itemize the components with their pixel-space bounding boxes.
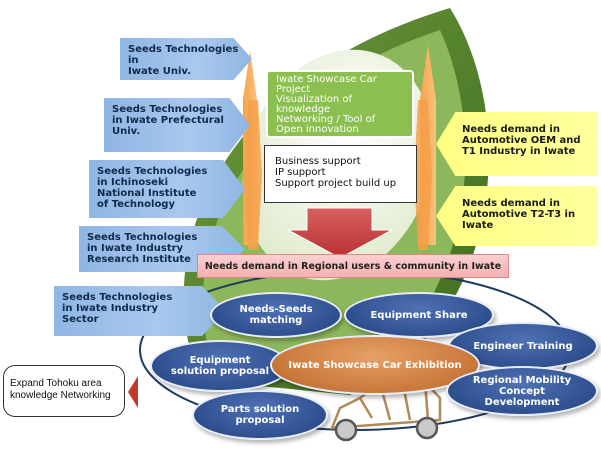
seed-box-iwate-prefectural-univ: Seeds Technologies in Iwate Prefectural … (104, 98, 250, 152)
project-text: Iwate Showcase Car (276, 74, 377, 85)
seed-box-industry-sector: Seeds Technologies in Iwate Industry Sec… (54, 286, 226, 336)
need-text: T1 Industry in Iwate (462, 146, 576, 157)
project-text: Open innovation (276, 124, 359, 135)
ellipse-equipment-solution: Equipment solution proposal (150, 340, 290, 392)
ellipse-text: Engineer Training (473, 340, 573, 352)
showcase-project-box: Iwate Showcase Car Project Visualization… (266, 70, 414, 138)
support-box: Business support IP support Support proj… (264, 145, 417, 203)
ellipse-text: matching (249, 315, 303, 326)
project-text: Networking / Tool of (276, 114, 376, 125)
seed-text: National Institute (97, 188, 197, 199)
support-text: IP support (275, 167, 326, 178)
ellipse-text: Iwate Showcase Car Exhibition (288, 359, 462, 371)
ellipse-showcase-exhibition: Iwate Showcase Car Exhibition (270, 335, 480, 395)
need-text: Iwate (462, 220, 494, 231)
seed-box-industry-research: Seeds Technologies in Iwate Industry Res… (79, 226, 245, 272)
seed-text: in Iwate Industry (87, 243, 184, 254)
project-text: Visualization of (276, 94, 352, 105)
regional-needs-bar: Needs demand in Regional users & communi… (197, 254, 509, 278)
seed-text: in Iwate Prefectural (112, 115, 224, 126)
ellipse-needs-seeds-matching: Needs-Seeds matching (210, 292, 342, 338)
seed-text: Seeds Technologies (112, 104, 223, 115)
seed-box-iwate-univ: Seeds Technologies in Iwate Univ. (120, 38, 252, 80)
need-text: Needs demand in (462, 198, 560, 209)
ellipse-text: proposal (235, 415, 285, 426)
seed-text: Iwate Univ. (128, 66, 191, 77)
support-text: Support project build up (275, 178, 397, 189)
down-arrow (287, 207, 393, 259)
need-box-oem-t1: Needs demand in Automotive OEM and T1 In… (436, 112, 598, 176)
ellipse-regional-mobility: Regional Mobility Concept Development (446, 366, 598, 416)
expand-text: knowledge Networking (10, 390, 111, 401)
seed-text: Seeds Technologies (87, 232, 198, 243)
seed-text: Seeds Technologies (62, 292, 173, 303)
need-text: Automotive OEM and (462, 135, 581, 146)
left-inner-arrow (244, 100, 262, 250)
need-box-t2-t3: Needs demand in Automotive T2-T3 in Iwat… (436, 186, 598, 246)
expand-tohoku-box: Expand Tohoku area knowledge Networking (3, 365, 125, 417)
expand-text: Expand Tohoku area (10, 378, 102, 389)
seed-text: Seeds Technologies (97, 166, 208, 177)
seed-text: in Ichinoseki (97, 177, 169, 188)
project-text: knowledge (276, 104, 331, 115)
ellipse-parts-solution: Parts solution proposal (192, 390, 328, 440)
seed-text: in Iwate Industry (62, 303, 159, 314)
ellipse-text: solution proposal (170, 366, 270, 377)
ellipse-text: Equipment Share (370, 309, 468, 321)
seed-box-ichinoseki: Seeds Technologies in Ichinoseki Nationa… (89, 160, 245, 218)
ellipse-text: Parts solution (220, 404, 300, 415)
seed-text: Sector (62, 314, 99, 325)
ellipse-text: Needs-Seeds (239, 304, 313, 315)
seed-text: Research Institute (87, 254, 191, 265)
need-text: Needs demand in (462, 124, 560, 135)
ellipse-text: Equipment (189, 355, 251, 366)
ellipse-text: Concept (499, 385, 545, 397)
right-inner-arrow (414, 100, 432, 250)
ellipse-text: Development (484, 396, 560, 408)
project-text: Project (276, 84, 311, 95)
support-text: Business support (275, 156, 361, 167)
expand-arrow-icon (128, 376, 138, 408)
seed-text: Univ. (112, 126, 141, 137)
ellipse-text: Regional Mobility (472, 374, 572, 386)
seed-text: of Technology (97, 199, 175, 210)
seed-text: Seeds Technologies in (128, 44, 239, 66)
need-text: Automotive T2-T3 in (462, 209, 576, 220)
